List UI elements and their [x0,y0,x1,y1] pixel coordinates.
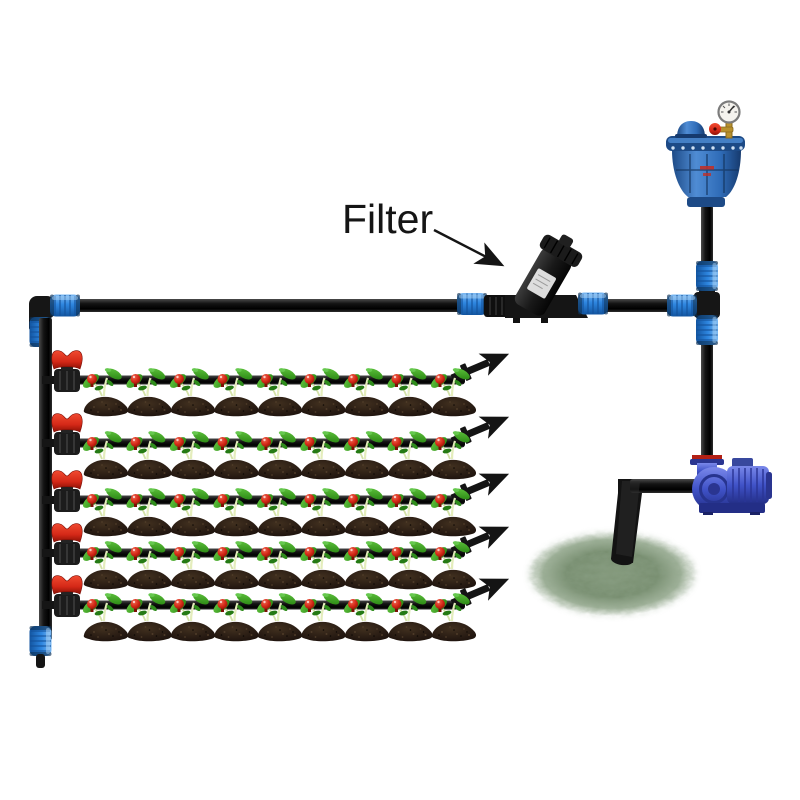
plant-with-emitter [211,539,258,589]
plant-with-emitter [298,591,345,641]
drip-line-row [41,405,514,480]
compression-fitting-icon [456,292,488,316]
left-manifold-pipe [30,318,52,668]
plant-with-emitter [124,539,171,589]
plant-with-emitter [385,591,432,641]
lid-bolts [671,146,743,150]
plant-with-emitter [81,486,128,536]
plant-with-emitter [255,366,302,416]
compression-fitting-icon [577,291,609,316]
filter-label-sticker [527,268,556,299]
suction-pipe [611,479,700,566]
filter-label: Filter [342,196,433,242]
compression-fitting-icon [696,261,718,291]
plant-with-emitter [255,539,302,589]
drip-line-row [41,342,514,417]
compression-fitting-icon [666,293,698,318]
plant-with-emitter [342,429,389,479]
inlet-gasket [692,455,722,460]
plant-with-emitter [385,366,432,416]
plant-with-emitter [298,429,345,479]
plant-with-emitter [255,429,302,479]
centrifugal-pump [690,455,772,515]
tee-fitting [666,261,720,345]
plant-with-emitter [342,591,389,641]
plant-with-emitter [81,429,128,479]
plant-with-emitter [385,429,432,479]
plant-with-emitter [385,486,432,536]
drip-line-row [41,515,514,590]
filter-pointer-arrow [433,228,505,267]
compression-fitting-icon [49,293,81,318]
plant-with-emitter [168,366,215,416]
plant-with-emitter [255,486,302,536]
filter-canister [514,234,583,316]
plant-with-emitter [211,486,258,536]
plant-with-emitter [124,591,171,641]
drip-line-row [41,567,514,642]
plant-with-emitter [124,366,171,416]
plant-with-emitter [342,539,389,589]
plant-with-emitter [168,429,215,479]
pump-base [699,503,765,513]
plant-with-emitter [342,366,389,416]
plant-with-emitter [342,486,389,536]
compression-fitting-icon [30,626,52,656]
plant-with-emitter [211,591,258,641]
plant-with-emitter [124,429,171,479]
drip-line-row [41,462,514,537]
air-valve-bell-cap [677,121,705,137]
plant-with-emitter [168,539,215,589]
pressure-gauge [709,100,741,139]
plant-with-emitter [81,591,128,641]
brand-mark [700,166,714,170]
plant-with-emitter [168,591,215,641]
y-filter-assembly [456,234,609,323]
pump-motor [727,466,769,504]
plant-with-emitter [168,486,215,536]
plant-with-emitter [211,429,258,479]
grass-patch [528,532,696,616]
plant-with-emitter [298,539,345,589]
plant-with-emitter [124,486,171,536]
plant-with-emitter [81,366,128,416]
drip-rows [41,342,514,642]
elbow-fitting [29,293,81,348]
plant-with-emitter [255,591,302,641]
plant-with-emitter [211,366,258,416]
plant-with-emitter [81,539,128,589]
air-release-valve [666,100,745,207]
plant-with-emitter [298,366,345,416]
plant-with-emitter [385,539,432,589]
manifold-end-cap [36,654,45,668]
right-riser-pipe [701,206,713,462]
compression-fitting-icon [696,315,718,345]
plant-with-emitter [298,486,345,536]
